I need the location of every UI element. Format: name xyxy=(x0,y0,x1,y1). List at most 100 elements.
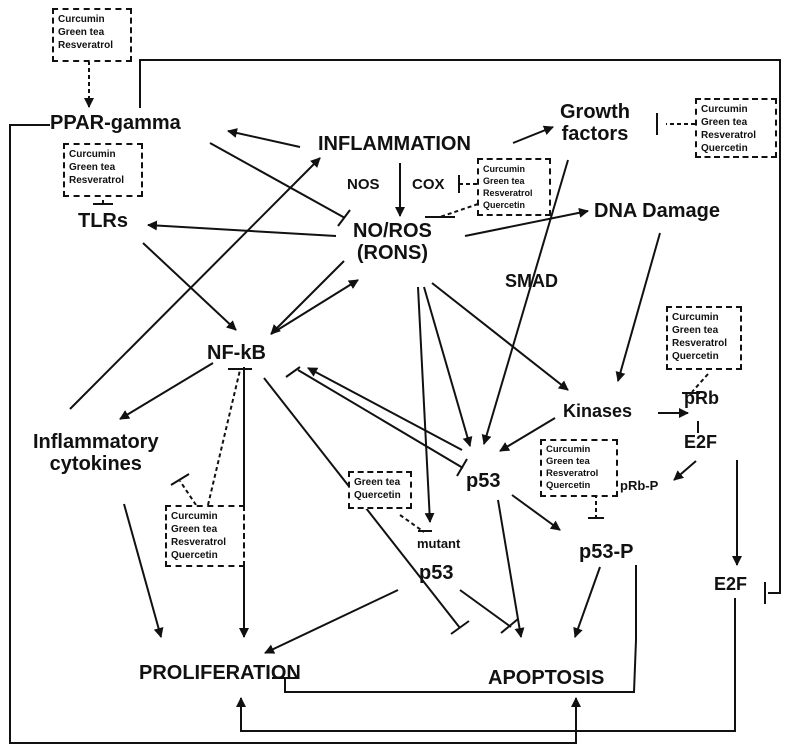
inhib-box-cytokines xyxy=(179,480,197,506)
cytokines-line2: cytokines xyxy=(49,453,142,476)
cytokines-line1: Inflammatory xyxy=(33,431,159,453)
no-ros-line1: NO/ROS xyxy=(353,220,432,242)
edge-nfkb-noros xyxy=(270,279,359,335)
compound-name: Curcumin xyxy=(672,312,719,323)
compound-name: Curcumin xyxy=(171,511,218,522)
compound-name: Green tea xyxy=(354,477,401,488)
edge-loop-proliferation xyxy=(236,697,576,732)
inhib-box-noros xyxy=(439,203,479,218)
compound-name: Quercetin xyxy=(171,550,218,561)
compound-name: Quercetin xyxy=(546,480,591,491)
edge-dna-kinases xyxy=(615,232,661,382)
compound-name: Quercetin xyxy=(483,200,526,210)
compound-name: Resveratrol xyxy=(69,175,125,186)
compound-box-nfkb: Curcumin Green tea Resveratrol Quercetin xyxy=(165,505,245,567)
growth-factors-line1: Growth xyxy=(560,101,630,123)
compound-name: Green tea xyxy=(546,456,590,467)
no-ros-line2: (RONS) xyxy=(356,242,428,265)
compound-box-cox: Curcumin Green tea Resveratrol Quercetin xyxy=(477,158,551,216)
edge-cytokines-proliferation xyxy=(123,503,164,638)
edge-prb-prbp xyxy=(673,460,697,481)
compound-box-p53p: Curcumin Green tea Resveratrol Quercetin xyxy=(540,439,618,497)
node-prb: pRb xyxy=(684,388,719,408)
compound-name: Green tea xyxy=(672,325,719,336)
node-p53-p: p53-P xyxy=(579,541,634,563)
node-ppar-gamma: PPAR-gamma xyxy=(50,112,181,134)
edge-noros-kinases xyxy=(431,282,569,391)
compound-name: Resveratrol xyxy=(701,130,757,141)
compound-name: Green tea xyxy=(483,176,525,186)
node-inflammation: INFLAMMATION xyxy=(318,133,471,155)
compound-name: Green tea xyxy=(69,162,116,173)
compound-name: Resveratrol xyxy=(171,537,227,548)
compound-name: Curcumin xyxy=(701,104,748,115)
inhib-p53-nfkb-bar xyxy=(285,366,301,378)
node-prb-p: pRb-P xyxy=(620,478,659,493)
edge-noros-mutant xyxy=(417,286,435,523)
compound-name: Quercetin xyxy=(354,490,401,501)
edge-noros-p53 xyxy=(423,286,473,447)
node-cox: COX xyxy=(412,176,445,193)
node-no-ros: NO/ROS (RONS) xyxy=(353,220,432,265)
node-e2f-bottom: E2F xyxy=(714,574,748,594)
compound-name: Quercetin xyxy=(701,143,748,154)
inhib-ppar-e2f xyxy=(139,59,781,594)
compound-name: Resveratrol xyxy=(546,468,599,479)
edge-mutant-proliferation xyxy=(264,589,399,654)
compound-box-growth: Curcumin Green tea Resveratrol Quercetin xyxy=(695,98,777,158)
node-proliferation: PROLIFERATION xyxy=(139,662,301,684)
edge-p53-nfkb xyxy=(307,367,463,451)
node-e2f-top: E2F xyxy=(684,432,718,452)
edge-growth-p53 xyxy=(481,159,569,445)
compound-name: Green tea xyxy=(171,524,218,535)
compound-box-ppar: Curcumin Green tea Resveratrol xyxy=(63,143,143,197)
node-inflammatory-cytokines: Inflammatory cytokines xyxy=(33,431,159,476)
node-tlrs: TLRs xyxy=(78,210,128,232)
inhib-p53p-proliferation xyxy=(284,565,637,693)
bar-cytokines xyxy=(170,473,190,486)
compound-name: Quercetin xyxy=(672,351,719,362)
edge-noros-nfkb xyxy=(270,260,345,335)
edge-ppar-loop xyxy=(9,124,577,744)
edge-cytokines-inflammation xyxy=(69,157,321,410)
dashed-inhibition-bars xyxy=(93,175,700,532)
activation-arrows xyxy=(9,61,742,744)
node-kinases: Kinases xyxy=(563,401,633,421)
edge-p53p-apoptosis xyxy=(573,566,601,638)
node-smad: SMAD xyxy=(505,271,558,291)
node-mutant-p53: p53 xyxy=(419,562,454,584)
inhib-ppar-noros-bar xyxy=(337,209,351,227)
edge-nfkb-cytokines xyxy=(119,362,214,420)
edge-tlrs-nfkb xyxy=(142,242,237,331)
compound-name: Green tea xyxy=(701,117,748,128)
compound-name: Resveratrol xyxy=(672,338,728,349)
edge-p53-apoptosis xyxy=(497,499,525,638)
compound-name: Green tea xyxy=(58,27,105,38)
inhibition-lines xyxy=(139,59,781,693)
compound-name: Resveratrol xyxy=(58,40,114,51)
node-dna-damage: DNA Damage xyxy=(594,200,720,222)
node-growth-factors: Growth factors xyxy=(560,101,630,146)
inhib-mutant-apoptosis xyxy=(459,589,512,628)
edge-inflammation-growth xyxy=(512,125,554,144)
growth-factors-line2: factors xyxy=(561,123,629,146)
compound-box-prb: Curcumin Green tea Resveratrol Quercetin xyxy=(666,306,742,370)
node-nos: NOS xyxy=(347,176,380,193)
compound-name: Curcumin xyxy=(483,164,526,174)
inhib-ppar-noros xyxy=(209,142,346,219)
edge-noros-tlrs xyxy=(147,220,337,237)
node-p53: p53 xyxy=(466,470,501,492)
compound-name: Curcumin xyxy=(546,444,591,455)
edge-e2f-loop xyxy=(571,598,736,732)
inhib-box-mutant xyxy=(399,514,425,533)
compound-box-mutant: Green tea Quercetin xyxy=(348,471,412,509)
compound-name: Resveratrol xyxy=(483,188,533,198)
edge-inflammation-ppar xyxy=(227,128,301,148)
compound-name: Curcumin xyxy=(58,14,105,25)
edge-noros-dna xyxy=(464,207,589,237)
inhib-nfkb-apoptosis-bar xyxy=(450,620,470,635)
inhib-nfkb-p53-bar xyxy=(456,458,468,477)
node-apoptosis: APOPTOSIS xyxy=(488,667,605,689)
inhib-box-nfkb xyxy=(207,369,241,506)
